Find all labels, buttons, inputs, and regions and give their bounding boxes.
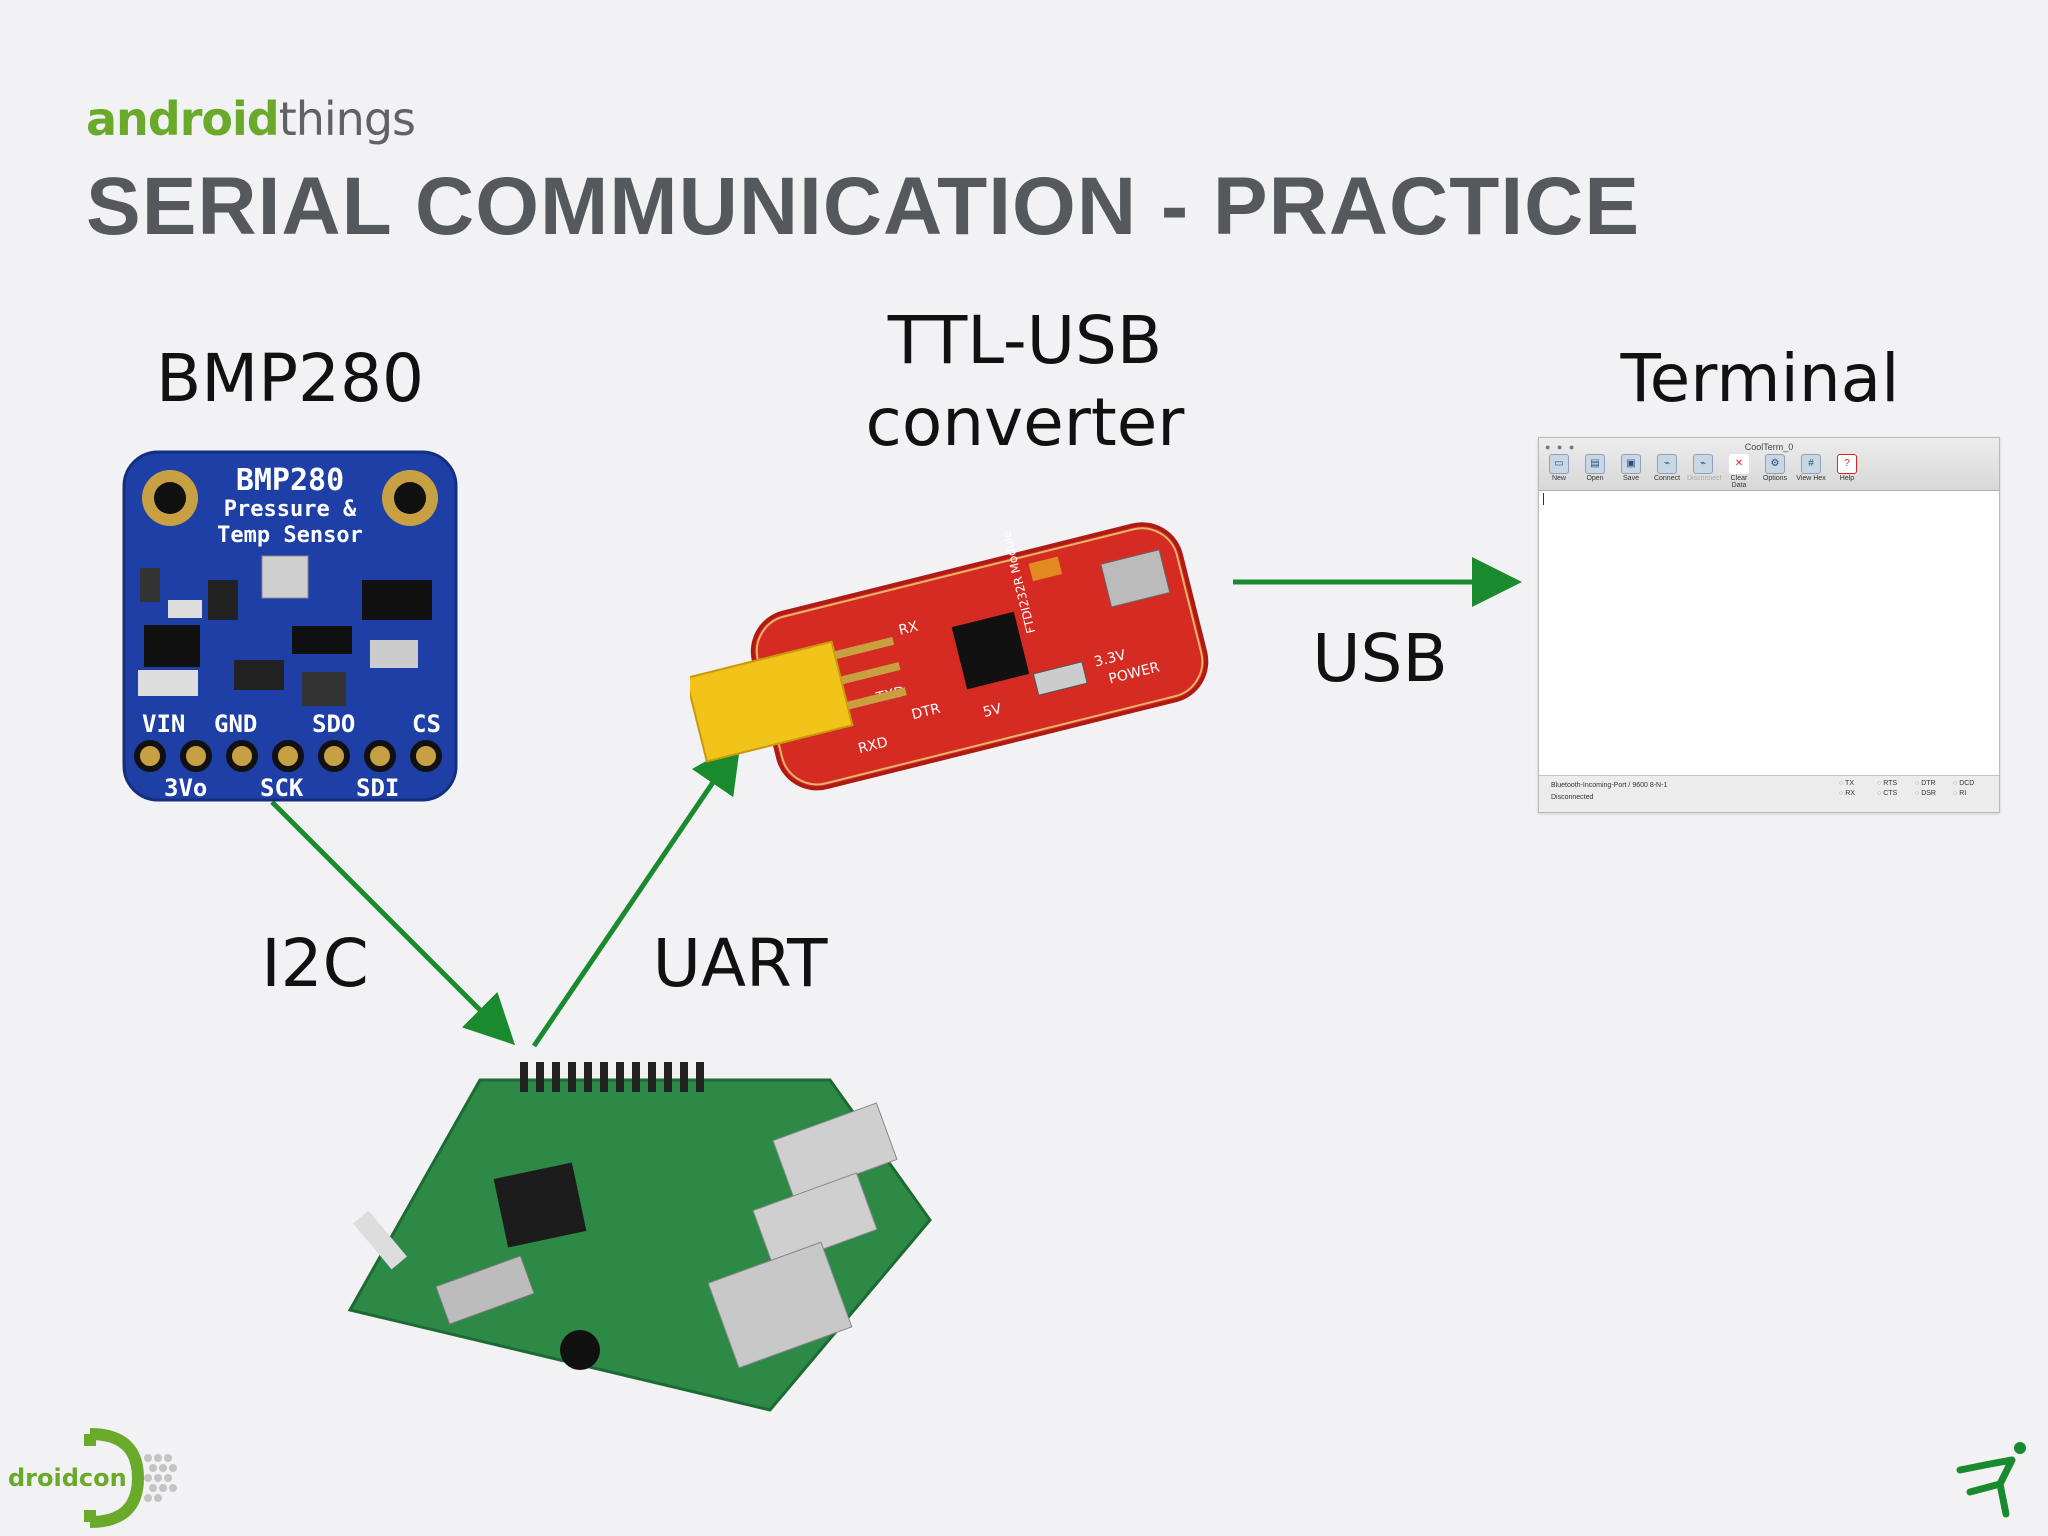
connect-button[interactable]: ⌁Connect [1651, 454, 1683, 489]
svg-text:RXD: RXD [857, 734, 890, 757]
svg-text:GND: GND [214, 710, 257, 738]
clear-data-button[interactable]: ✕Clear Data [1723, 454, 1755, 489]
terminal-window-title: CoolTerm_0 [1744, 442, 1794, 452]
runner-logo-icon [1956, 1442, 2026, 1518]
i2c-arrow [270, 800, 516, 1046]
port-settings: Bluetooth-Incoming-Port / 9600 8-N-1 [1551, 782, 1668, 789]
usb-label: USB [1312, 620, 1448, 697]
svg-text:SDI: SDI [356, 774, 399, 802]
svg-text:VIN: VIN [142, 710, 185, 738]
uart-arrow [531, 741, 741, 1048]
svg-text:CS: CS [412, 710, 441, 738]
help-icon: ? [1837, 454, 1857, 474]
svg-text:BMP280: BMP280 [236, 463, 344, 498]
connection-status: Disconnected [1551, 794, 1594, 801]
ttl-usb-converter-image: TXD DTR RXD 5V 3.3V POWER RX FTDI232R Mo… [690, 522, 1209, 791]
bmp280-board-image: BMP280 Pressure & Temp Sensor VIN GND SD… [122, 450, 458, 802]
led-dtr: DTR [1915, 780, 1953, 787]
svg-text:5V: 5V [981, 701, 1003, 721]
terminal-label: Terminal [1620, 340, 1900, 417]
disconnect-icon: ⌁ [1693, 454, 1713, 474]
led-dsr: DSR [1915, 790, 1953, 797]
terminal-toolbar: ● ● ● CoolTerm_0 ▭New ▤Open ▣Save ⌁Conne… [1539, 438, 1999, 491]
svg-text:SDO: SDO [312, 710, 355, 738]
terminal-status-bar: Bluetooth-Incoming-Port / 9600 8-N-1 Dis… [1539, 775, 1999, 812]
uart-label: UART [652, 925, 828, 1002]
gear-icon: ⚙ [1765, 454, 1785, 474]
save-icon: ▣ [1621, 454, 1641, 474]
led-tx: TX [1839, 780, 1877, 787]
converter-label-line1: TTL-USB [887, 302, 1163, 379]
window-controls[interactable]: ● ● ● [1545, 442, 1577, 452]
save-button[interactable]: ▣Save [1615, 454, 1647, 489]
new-button[interactable]: ▭New [1543, 454, 1575, 489]
new-icon: ▭ [1549, 454, 1569, 474]
converter-label: TTL-USB converter [840, 300, 1210, 464]
raspberry-pi-board-image [347, 1062, 932, 1412]
svg-text:3Vo: 3Vo [164, 774, 207, 802]
i2c-label: I2C [261, 925, 369, 1002]
open-icon: ▤ [1585, 454, 1605, 474]
hex-icon: # [1801, 454, 1821, 474]
sensor-label: BMP280 [156, 340, 424, 417]
svg-text:Pressure &: Pressure & [224, 497, 357, 522]
svg-text:Temp Sensor: Temp Sensor [217, 523, 363, 548]
svg-text:DTR: DTR [910, 701, 942, 724]
disconnect-button[interactable]: ⌁Disconnect [1687, 454, 1722, 489]
svg-text:RX: RX [897, 619, 920, 639]
text-cursor [1543, 493, 1544, 505]
page-title: SERIAL COMMUNICATION - PRACTICE [86, 161, 1641, 252]
androidthings-logo: androidthings [86, 92, 416, 146]
converter-label-line2: converter [865, 384, 1185, 461]
svg-text:droidcon: droidcon [8, 1464, 127, 1492]
led-rx: RX [1839, 790, 1877, 797]
led-ri: RI [1953, 790, 1991, 797]
help-button[interactable]: ?Help [1831, 454, 1863, 489]
led-rts: RTS [1877, 780, 1915, 787]
droidcon-logo: droidcon [8, 1428, 177, 1528]
options-button[interactable]: ⚙Options [1759, 454, 1791, 489]
led-cts: CTS [1877, 790, 1915, 797]
terminal-window: ● ● ● CoolTerm_0 ▭New ▤Open ▣Save ⌁Conne… [1538, 437, 2000, 813]
terminal-output[interactable] [1539, 491, 1999, 775]
svg-text:3.3V: 3.3V [1093, 647, 1128, 670]
open-button[interactable]: ▤Open [1579, 454, 1611, 489]
svg-text:SCK: SCK [260, 774, 304, 802]
clear-icon: ✕ [1729, 454, 1749, 474]
connect-icon: ⌁ [1657, 454, 1677, 474]
led-dcd: DCD [1953, 780, 1991, 787]
view-hex-button[interactable]: #View Hex [1795, 454, 1827, 489]
signal-leds: TX RTS DTR DCD RX CTS DSR RI [1839, 780, 1991, 797]
